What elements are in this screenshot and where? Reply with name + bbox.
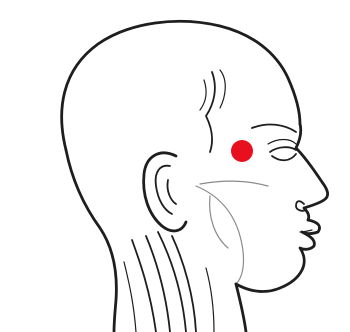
neck-muscle-lines [132, 232, 196, 332]
hairline [206, 72, 215, 152]
ear-inner [156, 166, 176, 214]
eye [270, 147, 296, 160]
neck-back [66, 150, 116, 332]
head-outline [62, 21, 300, 150]
eye-crease [268, 140, 296, 145]
eyebrow [252, 125, 296, 132]
cheekbone-line [200, 181, 268, 186]
acupressure-point-temple [231, 140, 253, 162]
jaw-line [196, 186, 243, 284]
ear-outline [144, 153, 186, 231]
face-profile [296, 124, 328, 220]
jaw-angle-line [210, 196, 228, 248]
neck-front [236, 284, 246, 332]
